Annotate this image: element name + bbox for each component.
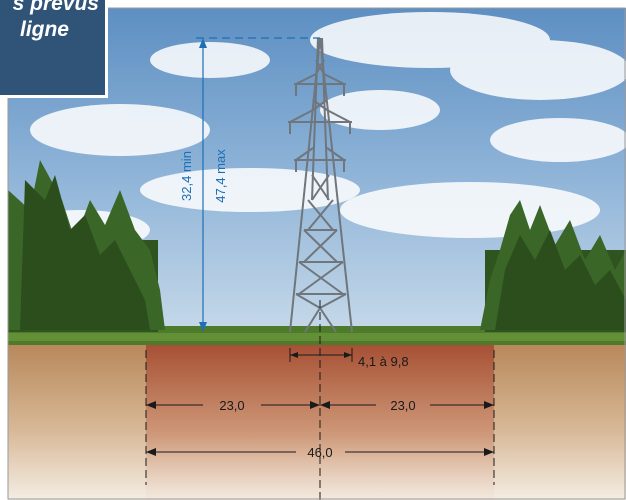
right-half-label: 23,0 (390, 398, 415, 413)
banner-line-2: ligne (19, 18, 69, 41)
height-min-label: 32,4 min (179, 151, 194, 201)
left-half-label: 23,0 (219, 398, 244, 413)
left-tree-line (8, 160, 165, 332)
frame-border (7, 7, 626, 500)
transmission-tower (288, 37, 353, 333)
clouds (10, 12, 626, 250)
conductor-offset-label: 4,1 à 9,8 (358, 354, 409, 369)
height-max-label: 47,4 max (213, 149, 228, 203)
caption-banner: s prévus ligne (0, 0, 108, 98)
height-dimension (196, 37, 320, 332)
total-width-label: 46,0 (307, 445, 332, 460)
right-tree-line (480, 200, 626, 332)
width-dimensions (145, 300, 495, 500)
banner-line-1: s prévus (12, 0, 99, 15)
